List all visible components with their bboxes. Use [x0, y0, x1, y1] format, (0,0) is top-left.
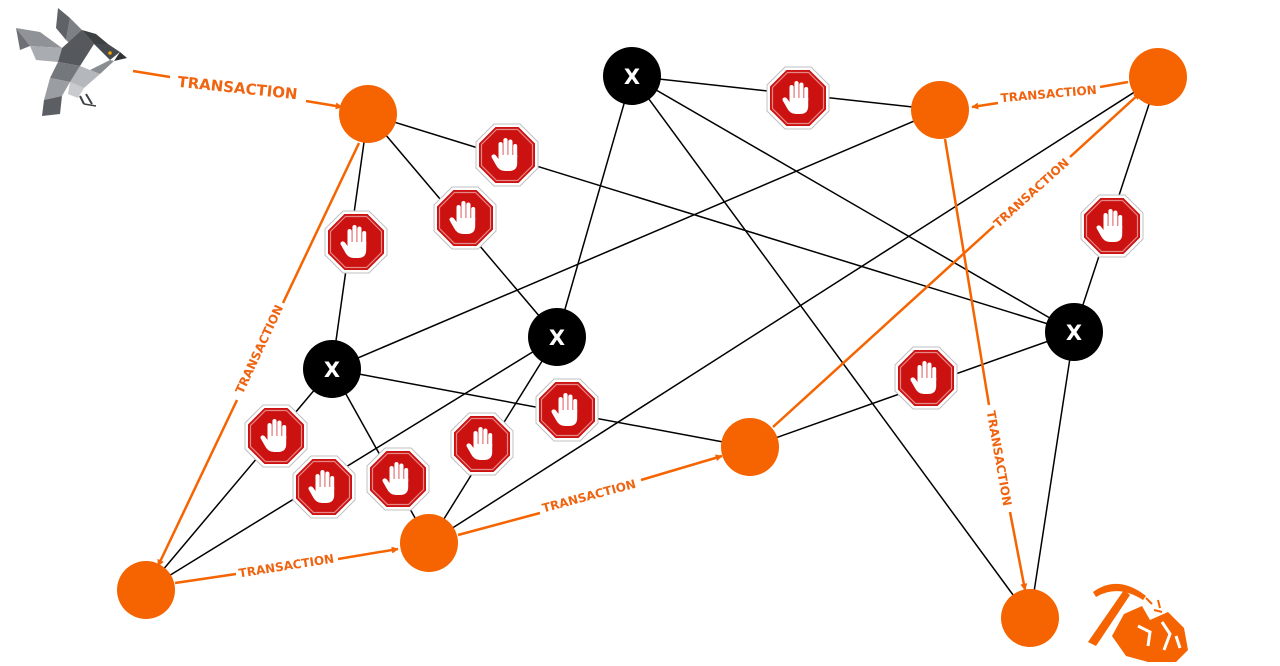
node-bottom-mid	[400, 514, 458, 572]
stop-hand-icon	[766, 66, 830, 130]
active-nodes	[117, 48, 1187, 647]
transaction-label: TRANSACTION	[1000, 83, 1097, 105]
link	[428, 76, 1159, 544]
stop-hand-icon	[1080, 194, 1144, 258]
tx-arrow-mid-to-center	[640, 454, 723, 482]
stop-hand-icon	[894, 346, 958, 410]
blocked-nodes: X X X X	[303, 47, 1103, 398]
stop-hand-icon	[475, 123, 539, 187]
tx-arrow-node-to-miner	[943, 138, 991, 406]
transaction-label: TRANSACTION	[984, 410, 1015, 507]
stop-hand-icon	[244, 404, 308, 468]
transaction-label: TRANSACTION	[177, 73, 299, 103]
bird-icon	[16, 8, 127, 116]
tx-arrow-center-to-topright	[772, 225, 995, 428]
link	[331, 109, 941, 370]
node-center	[721, 418, 779, 476]
tx-arrow-bottomleft-to-mid	[174, 572, 237, 585]
blocked-node-label: X	[324, 358, 340, 382]
tx-arrow-mid-to-center	[457, 511, 541, 537]
transaction-label: TRANSACTION	[541, 477, 638, 515]
tx-arrow-node-to-bottomleft	[281, 142, 361, 304]
link	[1029, 331, 1075, 619]
link	[631, 75, 1075, 333]
transaction-label: TRANSACTION	[233, 303, 286, 396]
link	[631, 75, 1031, 619]
stop-hand-icon	[535, 378, 599, 442]
blocked-node	[603, 47, 661, 105]
pickaxe-rock-icon	[1088, 583, 1188, 662]
tx-arrow-bird-to-node	[305, 99, 343, 110]
stop-hand-icon	[292, 455, 356, 519]
blocked-node-label: X	[624, 65, 640, 89]
tx-arrow-node-to-miner	[1008, 511, 1028, 591]
blocked-node-label: X	[1066, 321, 1082, 345]
node-top-mid-right	[911, 81, 969, 139]
link	[145, 368, 333, 591]
blocked-node	[528, 308, 586, 366]
network-links	[145, 75, 1159, 619]
stop-hand-icon	[366, 447, 430, 511]
stop-hand-icon	[433, 186, 497, 250]
stop-hand-icon	[324, 210, 388, 274]
node-top-right	[1129, 48, 1187, 106]
transaction-label: TRANSACTION	[238, 552, 335, 581]
transaction-label: TRANSACTION	[991, 156, 1072, 231]
stop-hand-icon	[450, 412, 514, 476]
tx-arrow-bottomleft-to-mid	[337, 546, 399, 561]
tx-arrow-node-to-bottomleft	[156, 399, 239, 567]
blocked-node	[303, 340, 361, 398]
tx-arrow-bird-to-node	[132, 69, 171, 79]
tx-arrow-topright-to-node	[1099, 80, 1129, 89]
node-bottom-left	[117, 561, 175, 619]
node-top-left	[339, 85, 397, 143]
node-bottom-right	[1001, 589, 1059, 647]
blocked-node	[1045, 303, 1103, 361]
link	[145, 336, 558, 591]
tx-arrow-topright-to-node	[971, 101, 999, 110]
link	[556, 75, 633, 338]
transaction-arrows	[132, 69, 1141, 591]
blocked-node-label: X	[549, 326, 565, 350]
tx-arrow-center-to-topright	[1069, 92, 1141, 158]
